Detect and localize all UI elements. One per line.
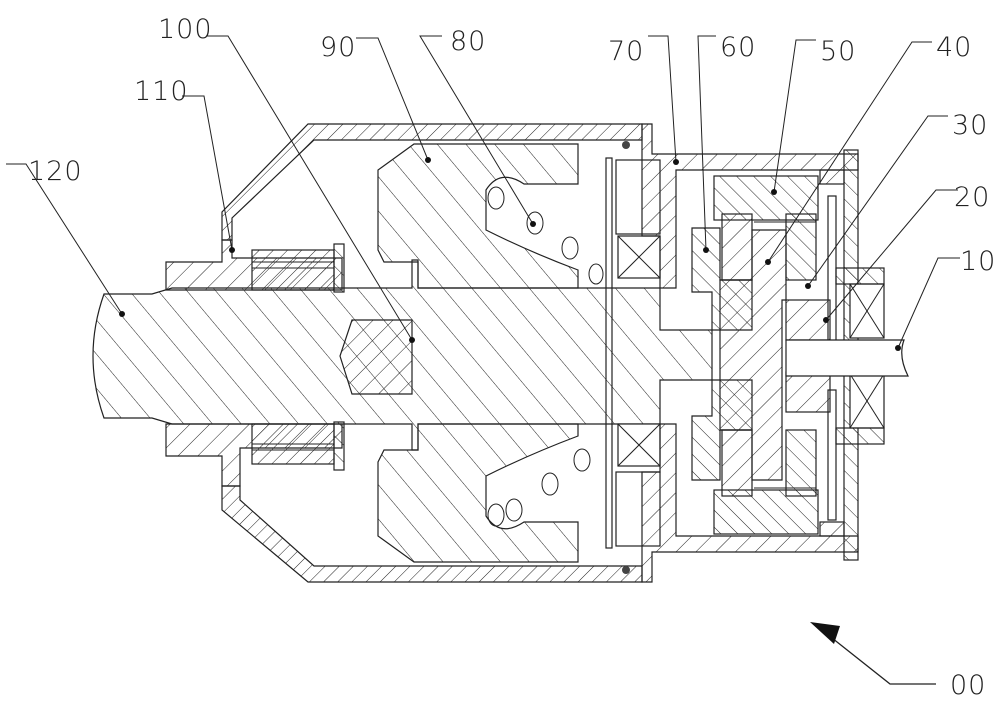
callout-30: 30 [952,110,988,141]
input-shaft [785,339,909,377]
output-shaft [92,259,713,451]
bearing-left-lower [617,423,661,467]
spring-seat-upper [377,143,579,289]
callout-40: 40 [936,32,972,63]
callout-00: 00 [950,670,986,701]
bearing-right-lower [835,373,885,445]
gear-housing [622,123,859,583]
callout-20: 20 [954,182,990,213]
callout-60: 60 [720,32,756,63]
bushing-lower [251,421,345,471]
leader-lines [6,35,960,351]
callout-100: 100 [158,14,213,45]
callout-50: 50 [820,36,856,67]
planet-gears [754,213,817,497]
sun-gear [785,299,831,413]
callout-70: 70 [608,36,644,67]
spring-seat-lower [377,423,579,563]
spring-coils [487,186,604,527]
callout-labels: 120 110 100 90 80 70 60 50 40 30 20 10 0… [28,14,996,701]
callout-10: 10 [960,246,996,277]
callout-110: 110 [134,76,189,107]
bearing-left-upper [617,235,661,279]
bearing-right-upper [835,267,885,339]
callout-120: 120 [28,156,83,187]
callout-80: 80 [450,26,486,57]
bushing-upper [251,243,345,293]
callout-90: 90 [320,32,356,63]
view-direction-arrow [810,622,936,685]
